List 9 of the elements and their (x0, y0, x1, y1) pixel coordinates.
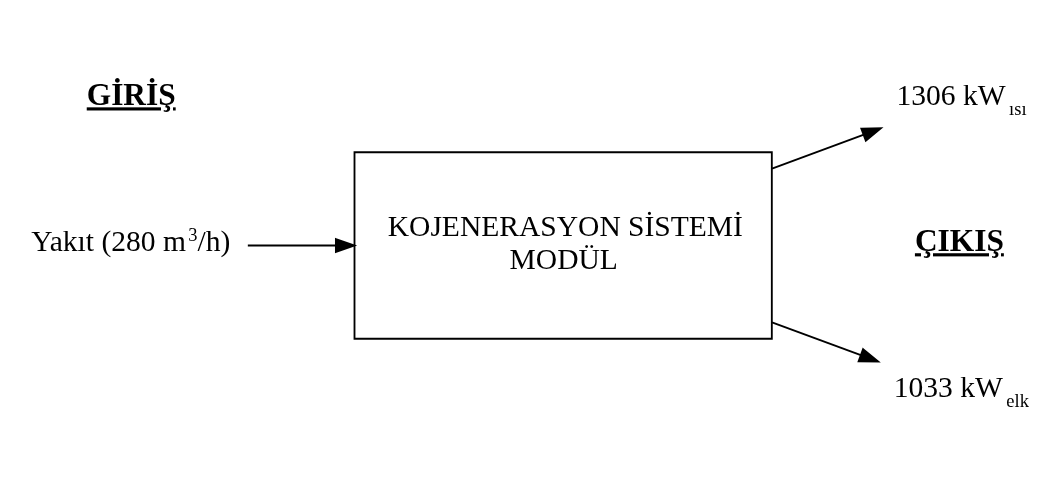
label: ÇIKIŞ (914, 222, 1004, 258)
node-box: KOJENERASYON SİSTEMİ MODÜL (353, 150, 773, 340)
arrow (771, 320, 881, 363)
arrow (246, 237, 358, 253)
node-text: 1306 kW$_{ısı}$ (896, 78, 1027, 119)
node-text: Yakıt (280 m$^{3}$/h) (31, 224, 231, 257)
node-text: 1033 kW$_{elk}$ (893, 370, 1029, 411)
label: GİRİŞ (86, 76, 176, 112)
arrow (771, 126, 884, 170)
